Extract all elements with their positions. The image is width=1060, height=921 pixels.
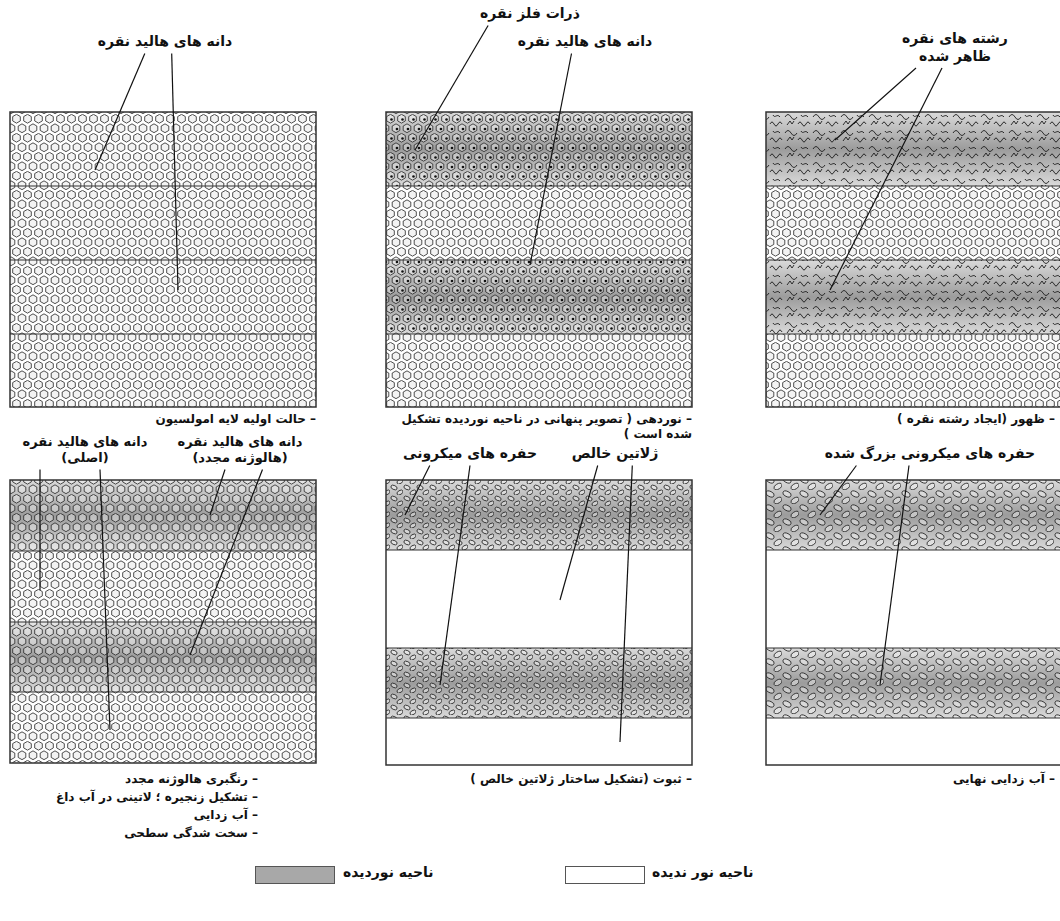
part-label: حفره های میکرونی	[403, 445, 537, 463]
part-label: دانه های هالید نقره (هالوژنه مجدد)	[165, 434, 315, 467]
emulsion-panel	[386, 112, 692, 407]
legend-swatch	[255, 866, 335, 884]
step-caption: – حالت اولیه لایه امولسیون	[156, 412, 317, 427]
leader-line	[820, 466, 856, 516]
legend-swatch	[565, 866, 645, 884]
emulsion-panel	[766, 112, 1060, 407]
emulsion-panel	[10, 112, 316, 407]
leader-group	[40, 26, 942, 743]
exposed-band	[766, 112, 1060, 186]
legend-label: ناحیه نور ندیده	[652, 864, 754, 882]
leader-line	[95, 54, 145, 171]
panel-ground	[10, 112, 316, 407]
exposed-band	[766, 260, 1060, 334]
silver-particles	[386, 260, 692, 334]
part-label: ژلاتین خالص	[572, 445, 659, 463]
halide-grains	[10, 480, 316, 551]
panel-border	[386, 112, 692, 407]
enlarged-voids	[766, 648, 1060, 718]
halide-grains	[766, 334, 1060, 407]
band-divider	[766, 550, 1060, 718]
part-label: دانه های هالید نقره	[518, 33, 652, 51]
leader-line	[415, 26, 488, 151]
part-label: دانه های هالید نقره	[98, 33, 232, 51]
panel-border	[766, 480, 1060, 765]
halide-grains	[386, 334, 692, 407]
band-divider	[386, 550, 692, 718]
silver-particles	[386, 112, 692, 186]
panel-ground	[766, 112, 1060, 407]
halide-grains	[766, 186, 1060, 260]
band-divider	[10, 186, 316, 334]
part-label: ذرات فلز نقره	[480, 5, 580, 23]
leader-line	[620, 466, 632, 743]
panel-ground	[386, 480, 692, 765]
band-divider	[766, 186, 1060, 334]
leader-line	[172, 54, 178, 291]
panel-ground	[766, 480, 1060, 765]
leader-line	[210, 470, 225, 516]
exposed-band	[386, 480, 692, 550]
halide-grains	[386, 112, 692, 186]
step-caption: – رنگبری هالوژنه مجدد	[125, 772, 258, 787]
halide-grains	[10, 622, 316, 692]
legend-label: ناحیه نوردیده	[343, 864, 434, 882]
exposed-band	[386, 112, 692, 186]
band-divider	[386, 186, 692, 334]
band-divider	[10, 551, 316, 692]
leader-line	[190, 470, 263, 656]
step-caption: – ظهور (ایجاد رشته نقره )	[897, 412, 1055, 427]
panel-border	[766, 112, 1060, 407]
leader-line	[530, 54, 572, 266]
panel-ground	[386, 112, 692, 407]
leader-line	[830, 68, 942, 290]
step-caption: – سخت شدگی سطحی	[124, 826, 258, 841]
silver-filaments	[766, 112, 1060, 186]
step-caption: – آب زدایی	[194, 808, 258, 823]
exposed-band	[10, 622, 316, 692]
emulsion-panel	[10, 480, 316, 763]
leader-line	[405, 466, 430, 516]
step-caption: – ثبوت (تشکیل ساختار ژلاتین خالص )	[470, 772, 692, 787]
leader-line	[835, 68, 916, 140]
exposed-band	[386, 260, 692, 334]
halide-grains	[10, 692, 316, 763]
panel-border	[10, 480, 316, 763]
part-label: دانه های هالید نقره (اصلی)	[10, 434, 160, 467]
exposed-band	[10, 480, 316, 551]
exposed-band	[766, 648, 1060, 718]
part-label: حفره های میکرونی بزرگ شده	[825, 445, 1035, 463]
leader-line	[880, 466, 909, 686]
emulsion-panel	[386, 480, 692, 765]
panel-ground	[10, 480, 316, 763]
step-caption: – آب زدایی نهایی	[953, 772, 1055, 787]
step-caption: – تشکیل زنجیره ؛ لاتینی در آب داغ	[56, 790, 258, 805]
exposed-band	[386, 648, 692, 718]
exposed-band	[766, 480, 1060, 550]
halide-grains	[10, 112, 316, 407]
silver-filaments	[766, 260, 1060, 334]
halide-grains	[10, 551, 316, 622]
part-label: رشته های نقره ظاهر شده	[890, 30, 1020, 65]
leader-line	[100, 470, 110, 731]
leader-line	[440, 466, 470, 686]
emulsion-panel	[766, 480, 1060, 765]
leader-line	[560, 466, 598, 601]
enlarged-voids	[766, 480, 1060, 550]
halide-grains	[386, 186, 692, 260]
leader-line	[39, 470, 40, 591]
micro-voids	[386, 480, 692, 550]
halide-grains	[386, 260, 692, 334]
panel-border	[386, 480, 692, 765]
step-caption: – نوردهی ( تصویر پنهانی در ناحیه نوردیده…	[386, 412, 692, 442]
panel-border	[10, 112, 316, 407]
micro-voids	[386, 648, 692, 718]
